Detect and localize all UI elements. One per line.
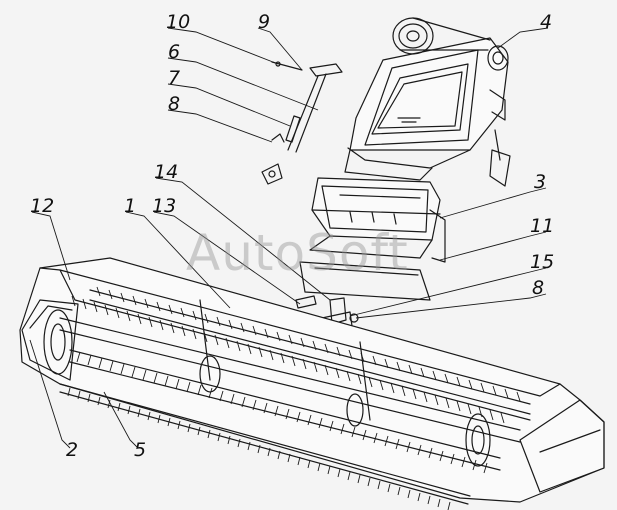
- callout-4: 4: [540, 11, 553, 33]
- callout-3: 3: [534, 171, 547, 193]
- leader-5: [103, 391, 139, 449]
- callout-15: 15: [530, 251, 555, 273]
- callout-10: 10: [166, 11, 191, 33]
- linkage-parts: [261, 61, 343, 185]
- reel-tines: [67, 286, 521, 510]
- feeder-housing: [344, 17, 511, 187]
- leader-3: [439, 187, 547, 219]
- leader-13: [153, 211, 301, 305]
- leader-15: [349, 267, 547, 317]
- callout-9: 9: [258, 11, 271, 33]
- adapter-frame: [299, 177, 446, 301]
- leader-lines: [29, 27, 549, 449]
- callout-2: 2: [66, 439, 79, 461]
- leader-14: [155, 177, 331, 301]
- leader-10: [167, 27, 279, 65]
- leader-8b: [355, 293, 547, 319]
- watermark: AutoSoft: [186, 224, 409, 282]
- leader-1: [125, 211, 231, 309]
- leader-4: [497, 27, 549, 49]
- leader-7: [167, 83, 291, 127]
- callout-11: 11: [530, 215, 555, 237]
- leader-9: [257, 27, 303, 71]
- callout-12: 12: [30, 195, 55, 217]
- callout-8-lower: 8: [532, 277, 545, 299]
- leader-8a: [167, 109, 273, 143]
- leader-2: [29, 339, 71, 449]
- callout-7: 7: [168, 67, 181, 89]
- callout-6: 6: [168, 41, 181, 63]
- callout-5: 5: [134, 439, 147, 461]
- leader-12: [31, 211, 71, 281]
- leader-6: [167, 57, 319, 111]
- callout-1: 1: [124, 195, 137, 217]
- callout-14: 14: [154, 161, 179, 183]
- header-platform: [19, 257, 605, 505]
- callout-13: 13: [152, 195, 177, 217]
- leader-11: [439, 231, 547, 261]
- callout-8-upper: 8: [168, 93, 181, 115]
